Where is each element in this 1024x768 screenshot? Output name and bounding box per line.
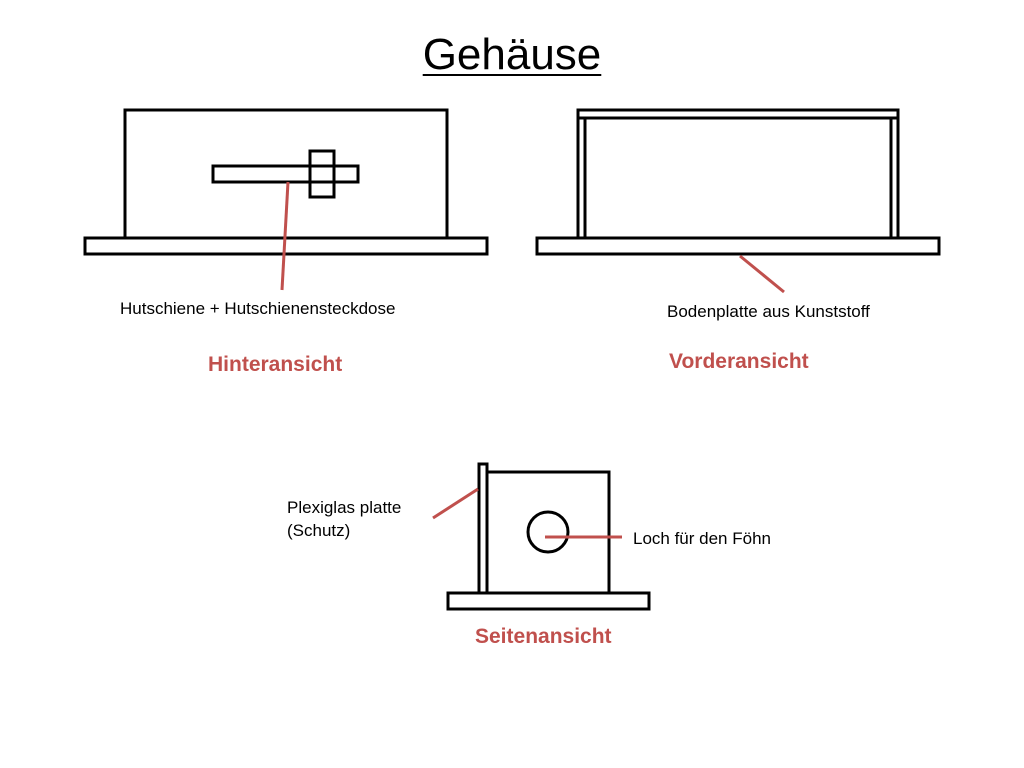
- plexiglas-panel: [477, 462, 489, 595]
- din-rail: [211, 164, 360, 184]
- blower-hole: [526, 510, 570, 554]
- din-rail-socket: [308, 149, 336, 199]
- plexiglas-callout-line1: Plexiglas platte: [287, 498, 402, 517]
- front-left-panel: [576, 116, 587, 240]
- rear-view-heading: Hinteransicht: [208, 353, 343, 376]
- rear-view-drawing: [83, 108, 489, 291]
- side-view-heading: Seitenansicht: [475, 625, 612, 648]
- front-housing-box: [576, 116, 900, 240]
- front-callout-label: Bodenplatte aus Kunststoff: [667, 302, 870, 321]
- rear-callout-leader: [280, 181, 290, 291]
- hole-callout-label: Loch für den Föhn: [633, 529, 771, 548]
- front-right-panel: [889, 116, 900, 240]
- side-base-plate: [446, 591, 651, 611]
- front-view-heading: Vorderansicht: [669, 350, 809, 373]
- plexiglas-callout-line2: (Schutz): [287, 521, 351, 540]
- plexiglas-callout-label: Plexiglas platte (Schutz): [287, 496, 447, 542]
- side-housing-box: [485, 470, 611, 595]
- rear-callout-label: Hutschiene + Hutschienensteckdose: [120, 299, 396, 318]
- page-title: Gehäuse: [422, 30, 602, 79]
- front-base-plate: [535, 236, 941, 256]
- plexiglas-callout-leader: [432, 487, 479, 520]
- side-view-drawing: [432, 462, 651, 611]
- front-callout-leader: [739, 254, 785, 294]
- front-view-drawing: [535, 108, 941, 294]
- front-top-panel: [576, 108, 900, 120]
